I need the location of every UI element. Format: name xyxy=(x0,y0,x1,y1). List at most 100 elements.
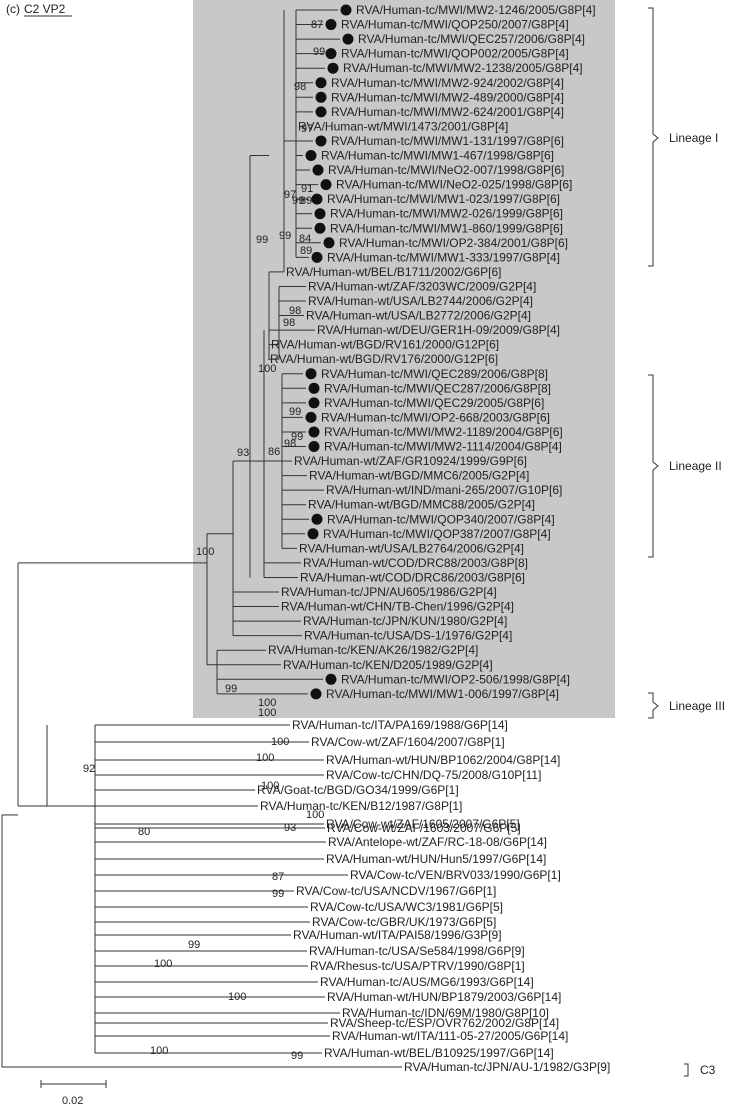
leaf-label: RVA/Human-wt/IND/mani-265/2007/G10P[6] xyxy=(326,483,562,497)
leaf-label: RVA/Cow-wt/ZAF/1604/2007/G8P[1] xyxy=(311,735,505,749)
bootstrap-label: 99 xyxy=(313,46,325,58)
leaf: RVA/Human-wt/HUN/BP1879/2003/G6P[14] xyxy=(327,990,561,1004)
isolate-marker-icon xyxy=(342,33,354,45)
leaf-label: RVA/Human-tc/MWI/MW1-333/1997/G8P[4] xyxy=(327,250,560,264)
bootstrap-label: 99 xyxy=(272,888,284,900)
leaf-label: RVA/Human-wt/BEL/B10925/1997/G6P[14] xyxy=(324,1046,554,1060)
leaf: RVA/Human-tc/KEN/D205/1989/G2P[4] xyxy=(283,658,493,672)
bootstrap-label: 98 xyxy=(294,81,306,93)
leaf-label: RVA/Human-tc/MWI/QOP250/2007/G8P[4] xyxy=(341,18,569,32)
bootstrap-label: 100 xyxy=(258,697,276,709)
leaf-label: RVA/Human-tc/MWI/QEC289/2006/G8P[8] xyxy=(321,367,548,381)
isolate-marker-icon xyxy=(308,441,320,452)
leaf-label: RVA/Human-tc/MWI/MW1-006/1997/G8P[4] xyxy=(326,687,559,701)
leaf: RVA/Human-tc/MWI/QOP002/2005/G8P[4] xyxy=(325,47,569,61)
leaf-label: RVA/Human-wt/COD/DRC88/2003/G8P[8] xyxy=(303,556,528,570)
leaf: RVA/Human-tc/MWI/MW2-026/1999/G8P[6] xyxy=(314,207,563,221)
leaf: RVA/Rhesus-tc/USA/PTRV/1990/G8P[1] xyxy=(310,959,525,973)
bootstrap-label: 99 xyxy=(279,230,291,242)
leaf: RVA/Cow-wt/ZAF/1605/2007/G6P[5] xyxy=(326,817,520,831)
leaf-label: RVA/Human-tc/MWI/OP2-384/2001/G8P[6] xyxy=(339,236,568,250)
leaf: RVA/Human-tc/AUS/MG6/1993/G6P[14] xyxy=(320,975,534,989)
leaf: RVA/Human-tc/MWI/MW1-131/1997/G8P[6] xyxy=(315,134,564,148)
leaf: RVA/Human-wt/ITA/PAI58/1996/G3P[9] xyxy=(293,928,502,942)
bootstrap-label: 99 xyxy=(256,234,268,246)
leaf: RVA/Human-tc/IDN/69M/1980/G8P[10] xyxy=(342,1006,549,1020)
leaf-label: RVA/Human-tc/MWI/QEC257/2006/G8P[4] xyxy=(358,32,585,46)
isolate-marker-icon xyxy=(315,106,327,118)
leaf-label: RVA/Human-tc/USA/Se584/1998/G6P[9] xyxy=(309,944,525,958)
leaf: RVA/Human-tc/USA/DS-1/1976/G2P[4] xyxy=(304,629,512,643)
leaf-label: RVA/Human-wt/COD/DRC86/2003/G8P[6] xyxy=(300,570,525,584)
leaf-label: RVA/Human-tc/MWI/MW2-1114/2004/G8P[4] xyxy=(324,440,562,454)
leaf: RVA/Human-wt/COD/DRC86/2003/G8P[6] xyxy=(300,570,525,584)
isolate-marker-icon xyxy=(325,673,337,685)
figure-label: (c) xyxy=(6,2,20,16)
bootstrap-label: 91 xyxy=(301,183,313,195)
bootstrap-label: 100 xyxy=(258,363,276,375)
lineage-bracket: Lineage II xyxy=(648,374,722,558)
bootstrap-label: 100 xyxy=(196,546,214,558)
isolate-marker-icon xyxy=(310,688,322,700)
leaf: RVA/Human-wt/BGD/RV161/2000/G12P[6] xyxy=(271,338,499,352)
leaf: RVA/Human-wt/USA/LB2764/2006/G2P[4] xyxy=(299,541,524,555)
leaf: RVA/Human-tc/JPN/AU-1/1982/G3P[9] xyxy=(404,1060,610,1074)
bootstrap-label: 89 xyxy=(300,195,312,207)
isolate-marker-icon xyxy=(314,208,326,220)
leaf-label: RVA/Human-tc/MWI/MW2-1189/2004/G8P[6] xyxy=(324,425,563,439)
lineage-bracket: Lineage I xyxy=(648,7,718,267)
leaf: RVA/Cow-wt/ZAF/1603/2007/G6P[5] xyxy=(327,821,521,835)
bootstrap-label: 99 xyxy=(291,1050,303,1062)
leaf: RVA/Human-tc/MWI/MW1-860/1999/G8P[6] xyxy=(314,221,563,235)
leaf: RVA/Human-wt/CHN/TB-Chen/1996/G2P[4] xyxy=(281,600,514,614)
isolate-marker-icon xyxy=(325,48,337,60)
leaf-label: RVA/Human-tc/MWI/MW2-624/2001/G8P[4] xyxy=(331,105,564,119)
leaf: RVA/Antelope-wt/ZAF/RC-18-08/G6P[14] xyxy=(328,835,547,849)
leaf: RVA/Human-tc/MWI/QEC29/2005/G8P[6] xyxy=(308,396,544,410)
isolate-marker-icon xyxy=(320,179,332,191)
isolate-marker-icon xyxy=(311,513,323,525)
leaf-label: RVA/Human-tc/MWI/MW1-467/1998/G8P[6] xyxy=(321,149,554,163)
leaf: RVA/Human-tc/ITA/PA169/1988/G6P[14] xyxy=(292,718,508,732)
leaf: RVA/Human-tc/MWI/QEC287/2006/G8P[8] xyxy=(308,381,551,395)
leaf-label: RVA/Human-tc/KEN/AK26/1982/G2P[4] xyxy=(268,643,478,657)
leaf: RVA/Human-tc/JPN/KUN/1980/G2P[4] xyxy=(303,614,507,628)
bootstrap-label: 99 xyxy=(225,683,237,695)
leaf-label: RVA/Human-tc/MWI/QOP002/2005/G8P[4] xyxy=(341,47,569,61)
leaf: RVA/Human-tc/MWI/OP2-384/2001/G8P[6] xyxy=(323,236,568,250)
isolate-marker-icon xyxy=(307,528,319,540)
leaf-label: RVA/Human-wt/USA/LB2772/2006/G2P[4] xyxy=(306,309,531,323)
leaf-label: RVA/Human-wt/HUN/Hun5/1997/G6P[14] xyxy=(326,852,546,866)
bootstrap-label: 86 xyxy=(268,446,280,458)
leaf-label: RVA/Human-wt/BGD/MMC6/2005/G2P[4] xyxy=(309,469,529,483)
leaf-label: RVA/Human-tc/MWI/MW1-131/1997/G8P[6] xyxy=(331,134,564,148)
leaf: RVA/Human-tc/MWI/NeO2-025/1998/G8P[6] xyxy=(320,178,572,192)
leaf: RVA/Human-tc/MWI/MW2-624/2001/G8P[4] xyxy=(315,105,564,119)
leaf-label: RVA/Human-tc/ITA/PA169/1988/G6P[14] xyxy=(292,718,508,732)
bootstrap-label: 100 xyxy=(306,809,324,821)
leaf-label: RVA/Human-tc/IDN/69M/1980/G8P[10] xyxy=(342,1006,549,1020)
bootstrap-label: 89 xyxy=(300,245,312,257)
outgroup-bracket: C3 xyxy=(684,1063,716,1077)
isolate-marker-icon xyxy=(315,77,327,89)
leaf-label: RVA/Cow-wt/ZAF/1603/2007/G6P[5] xyxy=(327,821,521,835)
leaf: RVA/Human-wt/ZAF/3203WC/2009/G2P[4] xyxy=(308,279,536,293)
leaf-label: RVA/Human-tc/MWI/MW1-860/1999/G8P[6] xyxy=(330,221,563,235)
bootstrap-label: 97 xyxy=(284,189,296,201)
leaf-label: RVA/Human-tc/KEN/D205/1989/G2P[4] xyxy=(283,658,493,672)
figure-title: C2 VP2 xyxy=(24,2,66,16)
leaf-label: RVA/Human-tc/JPN/KUN/1980/G2P[4] xyxy=(303,614,507,628)
isolate-marker-icon xyxy=(340,4,352,16)
bootstrap-label: 92 xyxy=(83,763,95,775)
leaf-label: RVA/Cow-tc/USA/NCDV/1967/G6P[1] xyxy=(296,884,496,898)
isolate-marker-icon xyxy=(312,164,324,176)
leaf-label: RVA/Human-wt/ITA/111-05-27/2005/G6P[14] xyxy=(332,1029,568,1043)
leaf: RVA/Sheep-tc/ESP/OVR762/2002/G8P[14] xyxy=(330,1016,559,1030)
leaf: RVA/Cow-tc/USA/WC3/1981/G6P[5] xyxy=(310,900,503,914)
leaf: RVA/Cow-tc/CHN/DQ-75/2008/G10P[11] xyxy=(326,768,541,782)
leaf-label: RVA/Human-wt/BGD/RV176/2000/G12P[6] xyxy=(270,352,498,366)
isolate-marker-icon xyxy=(308,382,320,394)
leaf-label: RVA/Human-tc/MWI/OP2-506/1998/G8P[4] xyxy=(341,672,570,686)
